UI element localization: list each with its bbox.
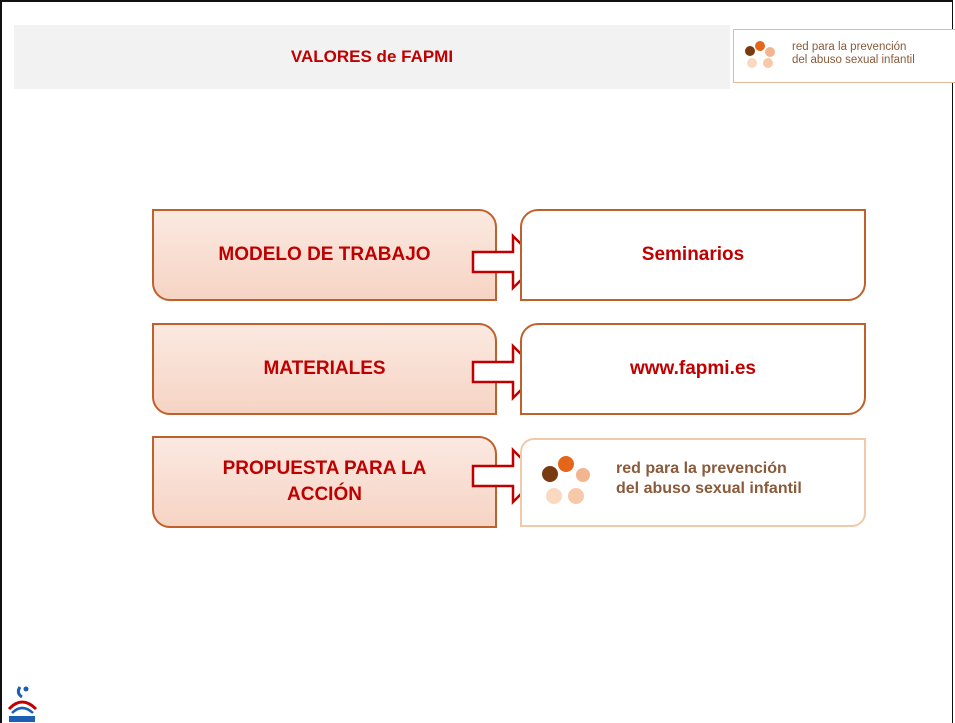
header-logo: red para la prevención del abuso sexual …: [733, 29, 955, 83]
header-logo-line2: del abuso sexual infantil: [792, 54, 915, 66]
red-logo-line2: del abuso sexual infantil: [616, 480, 802, 497]
header-logo-text: red para la prevención del abuso sexual …: [792, 41, 915, 67]
header-logo-line1: red para la prevención: [792, 41, 907, 53]
box-propuesta-para-la-accion: PROPUESTA PARA LA ACCIÓN: [152, 436, 497, 528]
header-band: [14, 25, 730, 89]
red-logo-text: red para la prevención del abuso sexual …: [616, 459, 802, 499]
box-seminarios: Seminarios: [520, 209, 866, 301]
logo-dots-icon: [745, 41, 775, 68]
page-title: VALORES de FAPMI: [290, 47, 454, 66]
box-website: www.fapmi.es: [520, 323, 866, 415]
fapmi-logo-icon: [7, 686, 38, 722]
logo-dots-icon: [542, 456, 590, 504]
box-materiales: MATERIALES: [152, 323, 497, 415]
red-logo-line1: red para la prevención: [616, 460, 787, 477]
box-red-logo: red para la prevención del abuso sexual …: [520, 438, 866, 527]
box-modelo-de-trabajo: MODELO DE TRABAJO: [152, 209, 497, 301]
